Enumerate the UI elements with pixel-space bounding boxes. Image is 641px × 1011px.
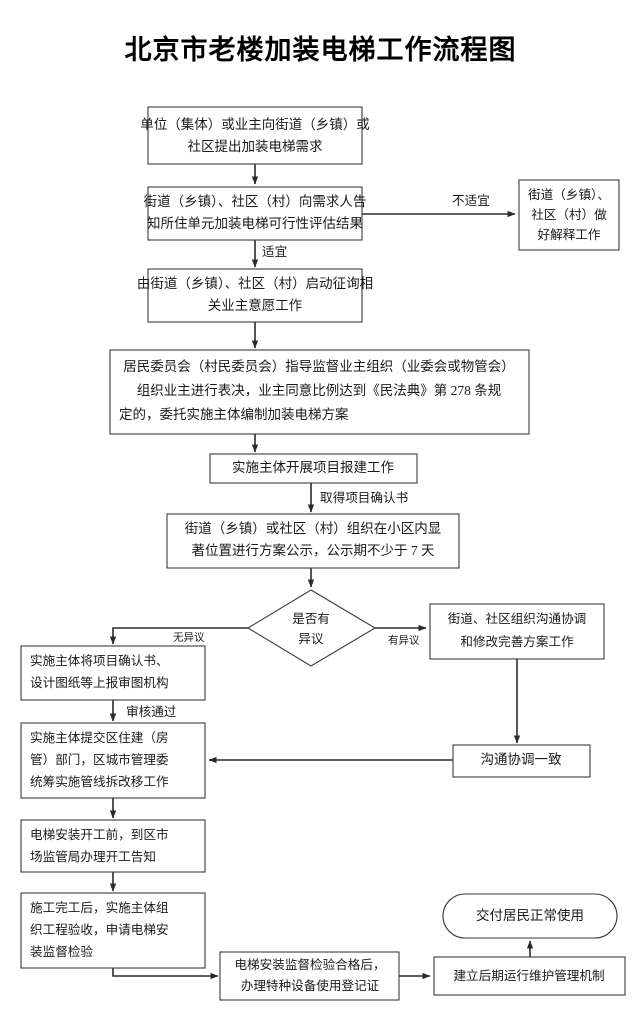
node-line: 装监督检验	[30, 944, 93, 959]
node-maintenance-mechanism[interactable]: 建立后期运行维护管理机制	[433, 956, 626, 996]
node-line: 街道（乡镇）、	[528, 188, 610, 202]
edge-label-no-objection: 无异议	[173, 631, 205, 643]
node-line: 管）部门，区城市管理委	[30, 752, 169, 767]
node-line: 社区（村）做	[531, 207, 607, 222]
node-line: 社区提出加装电梯需求	[188, 139, 323, 154]
node-request-submission[interactable]: 单位（集体）或业主向街道（乡镇）或 社区提出加装电梯需求	[140, 106, 370, 165]
node-line: 知所住单元加装电梯可行性评估结果	[147, 215, 363, 231]
page-title: 北京市老楼加装电梯工作流程图	[124, 35, 517, 65]
node-line: 由街道（乡镇）、社区（村）启动征询相	[137, 276, 373, 291]
node-coordination-and-revision[interactable]: 街道、社区组织沟通协调 和修改完善方案工作	[429, 603, 605, 660]
node-line: 街道（乡镇）或社区（村）组织在小区内显	[185, 521, 442, 536]
edge-label-project-confirmation: 取得项目确认书	[320, 490, 408, 505]
node-line: 交付居民正常使用	[476, 907, 584, 923]
edge-label-review-passed: 审核通过	[126, 705, 177, 719]
node-line: 沟通协调一致	[481, 752, 562, 767]
node-feasibility-notice[interactable]: 街道（乡镇）、社区（村）向需求人告 知所住单元加装电梯可行性评估结果	[144, 186, 367, 241]
node-coordination-agreed[interactable]: 沟通协调一致	[452, 744, 591, 778]
node-handover-to-residents[interactable]: 交付居民正常使用	[442, 893, 618, 939]
edge-labels: 不适宜 适宜 取得项目确认书 无异议 有异议 审核通过	[126, 194, 490, 719]
node-line: 定的，委托实施主体编制加装电梯方案	[119, 406, 349, 422]
node-line: 是否有	[292, 612, 330, 626]
edge-d1-n7	[109, 627, 248, 645]
node-line: 电梯安装监督检验合格后，	[234, 957, 385, 972]
node-line: 建立后期运行维护管理机制	[453, 969, 604, 983]
node-submit-drawings[interactable]: 实施主体将项目确认书、 设计图纸等上报审图机构	[20, 645, 206, 701]
node-line: 办理特种设备使用登记证	[241, 978, 380, 993]
node-line: 著位置进行方案公示，公示期不少于 7 天	[192, 542, 435, 558]
node-line: 居民委员会（村民委员会）指导监督业主组织（业委会或物管会）	[123, 359, 515, 374]
node-line: 组织业主进行表决，业主同意比例达到《民法典》第 278 条规	[137, 382, 502, 398]
node-line: 实施主体将项目确认书、	[30, 654, 169, 668]
node-line: 场监管局办理开工告知	[30, 850, 156, 864]
node-line: 街道（乡镇）、社区（村）向需求人告	[144, 194, 367, 209]
node-line: 街道、社区组织沟通协调	[448, 611, 587, 626]
node-line: 设计图纸等上报审图机构	[30, 675, 169, 690]
node-line: 统筹实施管线拆改移工作	[30, 774, 169, 789]
node-line: 和修改完善方案工作	[460, 634, 574, 649]
node-line: 电梯安装开工前，到区市	[30, 827, 169, 842]
edges	[109, 164, 534, 980]
node-objection-decision[interactable]: 是否有 异议	[246, 589, 377, 667]
node-plan-publicity[interactable]: 街道（乡镇）或社区（村）组织在小区内显 著位置进行方案公示，公示期不少于 7 天	[166, 513, 460, 569]
node-line: 施工完工后，实施主体组	[30, 901, 169, 915]
node-construction-notification[interactable]: 电梯安装开工前，到区市 场监管局办理开工告知	[20, 819, 206, 873]
node-line: 实施主体提交区住建（房	[30, 730, 169, 745]
node-line: 关业主意愿工作	[208, 297, 303, 313]
edge-label-suitable: 适宜	[262, 245, 287, 259]
node-start-owner-consultation[interactable]: 由街道（乡镇）、社区（村）启动征询相 关业主意愿工作	[137, 268, 373, 323]
node-line: 好解释工作	[538, 228, 601, 242]
node-line: 单位（集体）或业主向街道（乡镇）或	[140, 117, 370, 132]
node-registration-certificate[interactable]: 电梯安装监督检验合格后， 办理特种设备使用登记证	[219, 951, 400, 1001]
edge-label-not-suitable: 不适宜	[452, 194, 490, 208]
node-explanation-work[interactable]: 街道（乡镇）、 社区（村）做 好解释工作	[518, 179, 620, 251]
node-line: 织工程验收，申请电梯安	[30, 922, 169, 937]
node-line: 实施主体开展项目报建工作	[232, 460, 394, 475]
edge-label-has-objection: 有异议	[388, 633, 420, 646]
node-pipeline-relocation[interactable]: 实施主体提交区住建（房 管）部门，区城市管理委 统筹实施管线拆改移工作	[20, 722, 206, 799]
node-line: 异议	[298, 632, 324, 646]
node-owner-vote-plan[interactable]: 居民委员会（村民委员会）指导监督业主组织（业委会或物管会） 组织业主进行表决，业…	[109, 349, 530, 435]
node-project-application[interactable]: 实施主体开展项目报建工作	[209, 453, 418, 484]
node-completion-acceptance[interactable]: 施工完工后，实施主体组 织工程验收，申请电梯安 装监督检验	[20, 892, 206, 969]
